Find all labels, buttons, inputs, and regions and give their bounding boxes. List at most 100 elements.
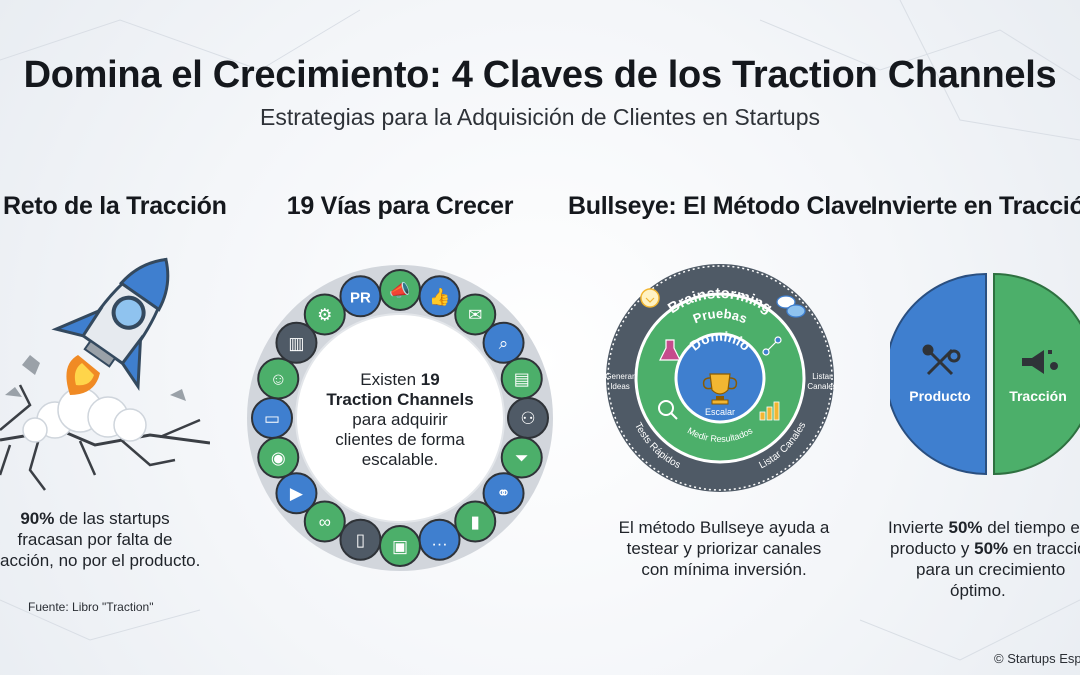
search-icon: ⌕ (482, 321, 525, 364)
link-icon: ∞ (303, 500, 346, 543)
bullseye-caption: El método Bullseye ayuda a testear y pri… (594, 517, 854, 580)
ring-label-generar: Generar (605, 372, 635, 381)
mail-icon: ✉ (454, 293, 497, 336)
reto-text-3: tracción, no por el producto. (0, 551, 201, 570)
svg-text:⌕: ⌕ (499, 334, 509, 353)
trophy-icon (702, 373, 738, 405)
reto-text-2: fracasan por falta de (17, 530, 173, 549)
invierte-caption-d: en tracción (1012, 539, 1080, 558)
ad-icon: ▣ (379, 525, 421, 567)
funnel-icon: ⏷ (500, 436, 543, 479)
svg-text:▮: ▮ (471, 513, 480, 532)
tools-icon (922, 344, 961, 376)
pr-label: PR (350, 289, 371, 306)
ring-label-pruebas: Pruebas (691, 306, 750, 326)
svg-text:▶: ▶ (290, 484, 304, 503)
bullseye-diagram: Brainstorming Tests Rápidos Listar Canal… (605, 264, 837, 492)
section-title-bullseye: Bullseye: El Método Clave (568, 192, 872, 220)
channels-ring: 📣 👍 ✉ ⌕ ▤ ⚇ ⏷ ⚭ ▮ … ▣ ▯ ∞ ▶◉ ▭ ☺▥ ⚙ PR (247, 265, 553, 571)
svg-text:⚭: ⚭ (496, 484, 510, 503)
center-line-2: Traction Channels (326, 390, 474, 409)
nodes-icon (762, 336, 782, 356)
pct-traccion: 50% (974, 539, 1009, 558)
invierte-caption-a: Invierte (888, 518, 949, 537)
ring-label-listar: Listar (812, 372, 832, 381)
ring-label-ideas: Ideas (610, 382, 630, 391)
label-producto: Producto (909, 388, 970, 404)
thumbs-up-icon: 👍 (418, 275, 461, 318)
svg-text:▥: ▥ (288, 334, 304, 353)
invierte-caption-e: para un crecimiento (916, 560, 1066, 579)
podcast-icon: ◉ (257, 436, 300, 479)
svg-text:▭: ▭ (264, 409, 280, 428)
mobile-icon: ▯ (339, 518, 382, 561)
rocket-illustration (0, 257, 210, 491)
svg-text:👍: 👍 (429, 286, 450, 306)
bullseye-caption-3: con mínima inversión. (641, 560, 807, 579)
rocket-icon (51, 257, 170, 392)
section-title-reto: El Reto de la Tracción (0, 192, 227, 220)
network-icon: ⚇ (507, 397, 549, 439)
svg-text:…: … (431, 531, 448, 550)
video-icon: ▶ (275, 472, 318, 515)
pie-slice-traccion (993, 272, 1080, 476)
pct-producto: 50% (948, 518, 983, 537)
flask-icon (659, 339, 681, 361)
lightbulb-icon (640, 288, 660, 308)
bullseye-caption-1: El método Bullseye ayuda a (618, 518, 830, 537)
reto-text-1: de las startups (54, 509, 170, 528)
section-title-invierte: Invierte en Tracción (870, 192, 1080, 220)
handshake-icon: ⚭ (482, 472, 525, 515)
svg-text:⏷: ⏷ (515, 449, 529, 468)
svg-text:▤: ▤ (514, 369, 530, 388)
podium-icon: ▮ (454, 500, 497, 543)
section-title-vias: 19 Vías para Crecer (286, 192, 514, 220)
billboard-icon: ▭ (251, 397, 293, 439)
chat-icon: … (418, 518, 461, 561)
invierte-caption: Invierte 50% del tiempo en producto y 50… (870, 517, 1080, 601)
megaphone-icon (1022, 350, 1058, 374)
label-traccion: Tracción (1009, 388, 1067, 404)
svg-text:∞: ∞ (319, 513, 331, 532)
copyright: © Startups España (994, 651, 1080, 666)
page-title: Domina el Crecimiento: 4 Claves de los T… (23, 54, 1057, 96)
pr-icon: PR (339, 275, 382, 318)
svg-text:⚙: ⚙ (317, 305, 332, 324)
bullseye-caption-2: testear y priorizar canales (626, 539, 822, 558)
flame-icon (66, 355, 100, 395)
svg-text:✉: ✉ (468, 305, 482, 324)
stat-90: 90% (20, 509, 55, 528)
svg-text:📣: 📣 (389, 281, 410, 300)
page-subtitle: Estrategias para la Adquisición de Clien… (260, 104, 820, 130)
chat-bubbles-icon (776, 295, 806, 318)
pie-slice-producto (890, 272, 987, 476)
magnifier-icon (658, 400, 678, 420)
svg-text:☺: ☺ (270, 369, 287, 388)
center-line-4: clientes de forma (335, 430, 465, 449)
split-pie-chart: Producto Tracción (890, 272, 1080, 476)
center-line-5: escalable. (361, 450, 439, 469)
gear-icon: ⚙ (303, 293, 346, 336)
invierte-caption-f: óptimo. (950, 581, 1006, 600)
svg-text:▣: ▣ (392, 537, 408, 556)
megaphone-icon: 📣 (379, 269, 421, 311)
svg-text:◉: ◉ (271, 449, 286, 468)
smoke-cloud-icon (22, 387, 147, 443)
reto-caption: 90% de las startups fracasan por falta d… (0, 508, 225, 571)
center-line-3: para adquirir (352, 410, 448, 429)
analytics-icon: ▥ (275, 321, 318, 364)
source-note: Fuente: Libro "Traction" (28, 600, 154, 614)
svg-text:⚇: ⚇ (520, 409, 535, 428)
invierte-caption-c: producto y (890, 539, 975, 558)
bar-chart-icon (759, 401, 780, 421)
split-chart-clip: Producto Tracción (890, 272, 1080, 477)
ring-label-canales: Canales (807, 382, 836, 391)
presenter-icon: ☺ (257, 357, 300, 400)
book-icon: ▤ (500, 357, 543, 400)
invierte-caption-b: del tiempo en (982, 518, 1080, 537)
channels-center-text: Existen 19 Traction Channels para adquir… (320, 370, 480, 470)
center-line-1: Existen (360, 370, 421, 389)
svg-text:▯: ▯ (356, 531, 365, 550)
channels-count: 19 (420, 370, 440, 389)
ring-label-escalar: Escalar (705, 407, 735, 417)
